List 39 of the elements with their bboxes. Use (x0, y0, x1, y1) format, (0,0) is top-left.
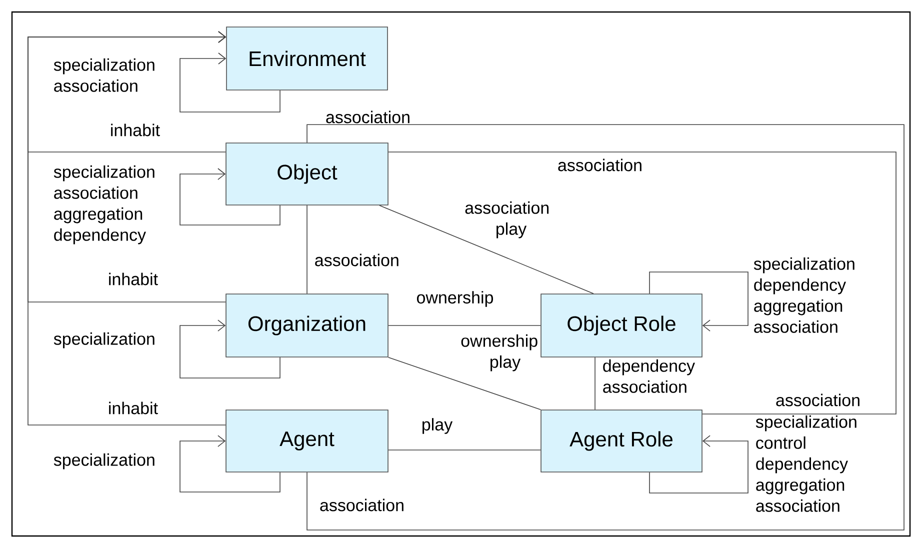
edge-label: specialization association (54, 58, 154, 92)
edge-label: play (422, 418, 453, 434)
connector (306, 124, 904, 530)
edge-label: association (315, 254, 398, 266)
class-box: Environment (226, 26, 388, 90)
edge-label: inhabit (109, 402, 158, 414)
edge-label: specialization control dependency aggregation association (756, 415, 856, 512)
connector (649, 272, 748, 332)
connector (388, 152, 896, 414)
connector (388, 325, 541, 326)
edge-label: association (558, 158, 642, 172)
connector (594, 357, 596, 410)
class-box: Object (226, 142, 388, 206)
class-box: Agent (226, 410, 388, 472)
connector (180, 435, 280, 492)
edge-label: dependency association (603, 359, 695, 393)
connector (388, 357, 541, 410)
edge-label: association play (465, 201, 549, 238)
connector (28, 31, 226, 426)
edge-label: specialization dependency aggregation association (754, 257, 854, 333)
connector (180, 320, 280, 378)
edge-label: inhabit (111, 124, 160, 136)
edge-label: specialization association aggregation dependency (54, 165, 154, 244)
connector (180, 168, 280, 226)
line-label: association (776, 394, 860, 406)
edge-label: inhabit (109, 272, 158, 286)
class-box: Organization (226, 294, 388, 358)
class-box: Object Role (540, 294, 702, 358)
connector (306, 205, 308, 294)
connector (649, 435, 748, 494)
edge-label: specialization (54, 332, 154, 348)
edge-label: ownership (416, 291, 494, 307)
connector (180, 52, 280, 112)
connector (379, 205, 594, 294)
edge-label: ownership play (461, 334, 538, 372)
edge-label: specialization (54, 453, 154, 470)
edge-label: association (326, 110, 410, 124)
line-label: association (320, 498, 404, 512)
class-box: Agent Role (540, 410, 702, 472)
